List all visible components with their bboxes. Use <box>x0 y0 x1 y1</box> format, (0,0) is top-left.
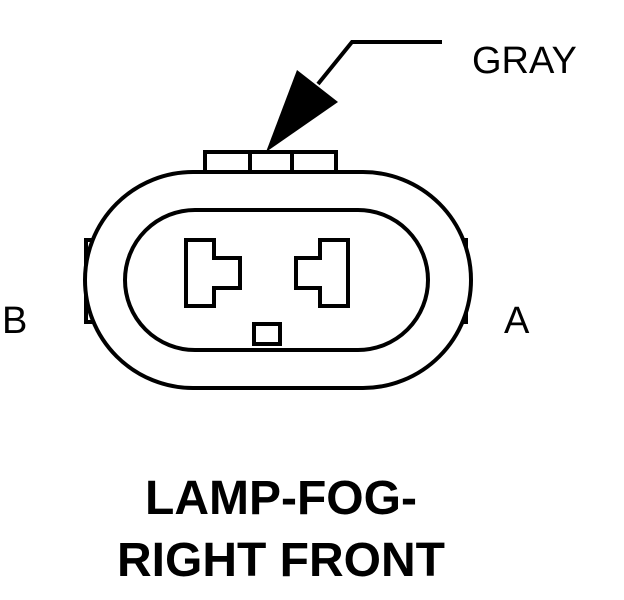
connector-housing-outer <box>83 170 473 390</box>
callout-leader-line <box>316 40 442 86</box>
polarization-key <box>252 322 282 346</box>
component-title-line-1: LAMP-FOG- <box>145 472 417 525</box>
terminal-a <box>294 238 350 308</box>
terminal-b <box>184 238 242 308</box>
top-locking-tabs <box>203 150 338 174</box>
callout-arrowhead <box>266 70 338 152</box>
wire-color-label: GRAY <box>472 40 577 82</box>
connector-cavity-inner <box>123 208 430 352</box>
component-title-line-2: RIGHT FRONT <box>117 534 445 587</box>
pin-a-label: A <box>504 300 530 342</box>
pin-b-label: B <box>2 300 28 342</box>
